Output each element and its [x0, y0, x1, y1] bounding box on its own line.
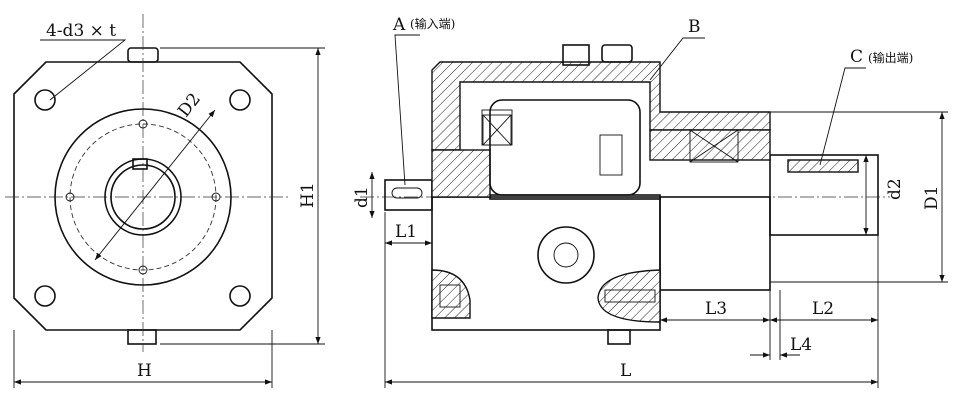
- l3-label: L3: [705, 299, 727, 319]
- housing-label: B: [688, 17, 701, 37]
- bolt-holes: [34, 89, 251, 307]
- input-label: A: [392, 15, 406, 35]
- d1-flange-label: D1: [922, 186, 942, 210]
- hole-spec-label: 4-d3 × t: [46, 21, 116, 41]
- output-note: (输出端): [868, 50, 913, 65]
- l2-label: L2: [812, 299, 834, 319]
- l4-label: L4: [790, 335, 812, 355]
- h1-label: H1: [298, 182, 318, 208]
- side-section-view: A (输入端) B C (输出端) d1 L1 d2 D1 L3 L2 L4 L: [352, 15, 948, 388]
- h-label: H: [137, 361, 152, 381]
- output-label: C: [850, 47, 863, 67]
- l-label: L: [620, 361, 631, 381]
- d1-label: d1: [352, 186, 372, 208]
- d2-label: d2: [885, 178, 905, 200]
- front-view: D2 4-d3 × t H1 H: [5, 14, 325, 388]
- input-note: (输入端): [410, 16, 455, 31]
- l1-label: L1: [395, 222, 417, 242]
